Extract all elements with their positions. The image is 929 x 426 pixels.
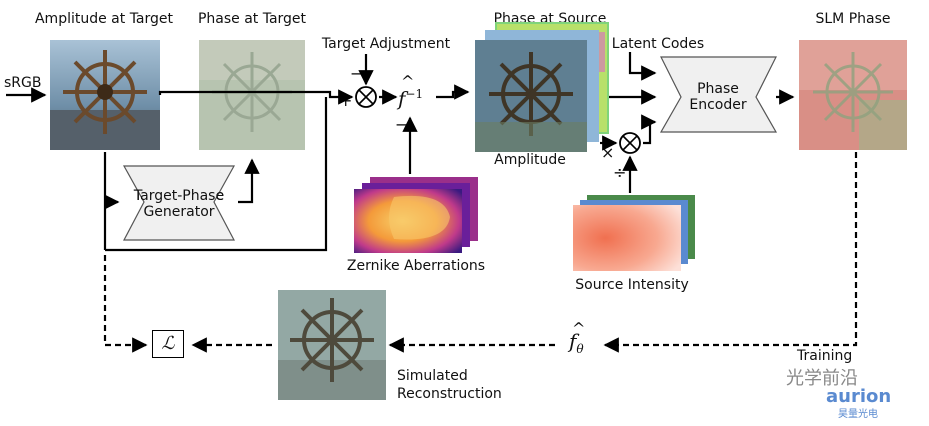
generator-text-2: Generator — [143, 204, 215, 220]
amplitude-at-target-label: Amplitude at Target — [34, 11, 174, 27]
bottom-route-line — [105, 97, 328, 252]
simulated-label-line2: Reconstruction — [397, 386, 502, 402]
zernike-aberrations-image — [354, 177, 478, 253]
srgb-label: sRGB — [4, 75, 42, 91]
target-phase-generator-block — [122, 165, 236, 241]
watermark-brand-cn: 昊量光电 — [838, 409, 878, 420]
watermark-cn-text: 光学前沿 — [786, 368, 858, 389]
phase-at-target-image — [199, 40, 305, 150]
latent-arrow — [628, 52, 657, 81]
generator-text-1: Target-Phase — [133, 188, 225, 204]
finv-to-source-arrow — [436, 84, 470, 100]
amplitude-at-target-image — [50, 40, 160, 150]
f-inverse-symbol: ^ f−1 — [398, 72, 424, 111]
f-theta-symbol: ^ fθ — [569, 319, 586, 357]
amplitude-label: Amplitude — [494, 152, 566, 168]
generator-to-phase-arrow — [238, 158, 260, 204]
phase-encoder-text-2: Encoder — [689, 97, 747, 113]
phase-at-target-label: Phase at Target — [197, 11, 307, 27]
source-intensity-label: Source Intensity — [575, 277, 689, 293]
phase-encoder-text-1: Phase — [697, 81, 739, 97]
slm-phase-label: SLM Phase — [815, 11, 891, 27]
latent-codes-label: Latent Codes — [611, 36, 705, 52]
phase-at-source-image — [475, 22, 609, 152]
loss-box: ℒ — [152, 330, 184, 358]
slm-phase-image — [799, 40, 907, 150]
simulated-label-line1: Simulated — [397, 368, 468, 384]
phase-encoder-block — [659, 56, 778, 133]
training-label: Training — [797, 348, 853, 364]
training-dashed-arrow — [603, 152, 858, 353]
mult-to-encoder-arrow — [641, 114, 657, 145]
simulated-reconstruction-image — [278, 290, 386, 400]
amp-to-sum-arrow — [158, 89, 354, 105]
zernike-aberrations-label: Zernike Aberrations — [346, 258, 486, 274]
watermark-brand: aurion — [826, 386, 892, 407]
source-intensity-image — [573, 195, 695, 271]
amp-to-loss-arrow — [103, 255, 148, 353]
target-adjustment-label: Target Adjustment — [321, 36, 451, 52]
